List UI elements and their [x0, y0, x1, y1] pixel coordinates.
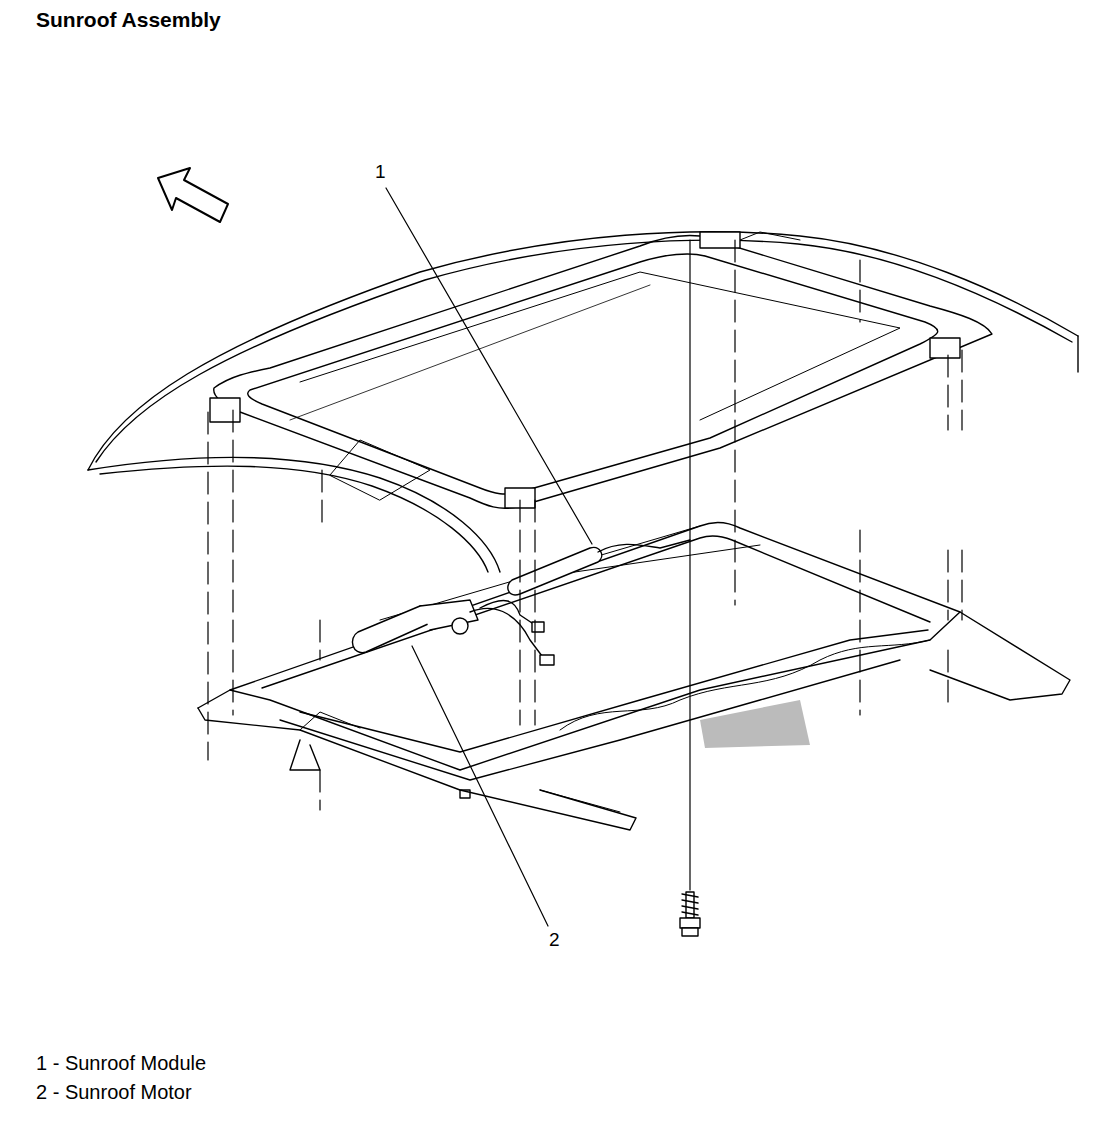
alignment-lines	[208, 240, 962, 810]
leader-line	[386, 188, 592, 544]
legend-entry: 1 - Sunroof Module	[36, 1052, 206, 1074]
legend-entry: 2 - Sunroof Motor	[36, 1081, 192, 1103]
front-arrow	[158, 168, 228, 222]
diagram-title: Sunroof Assembly	[36, 8, 221, 31]
callout-number: 1	[373, 162, 388, 183]
sunroof-motor	[352, 600, 554, 665]
roof-panel	[88, 232, 1078, 572]
callout-number: 2	[547, 930, 562, 951]
bolt-line	[689, 240, 690, 890]
sunroof-frame	[198, 522, 1070, 830]
leader-line	[412, 646, 548, 926]
bolt	[680, 892, 700, 936]
